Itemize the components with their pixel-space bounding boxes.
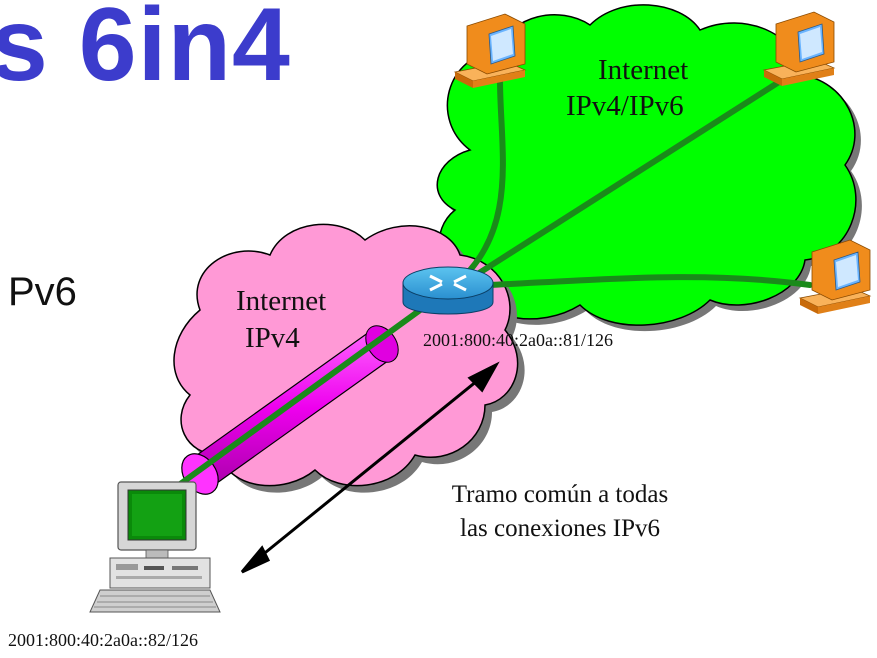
slide-title: s 6in4 <box>0 0 291 103</box>
ipv6-cloud-label-line1: Internet <box>598 54 689 86</box>
workstation-icon <box>762 11 836 86</box>
computer-icon <box>89 481 221 613</box>
note-line2: las conexiones IPv6 <box>460 515 660 542</box>
common-segment-arrow <box>240 361 500 574</box>
bullet-text: Pv6 <box>8 270 77 314</box>
router-icon <box>402 266 494 315</box>
router-address: 2001:800:40:2a0a::81/126 <box>423 330 613 350</box>
ipv4-cloud-label-line2: IPv4 <box>245 322 300 354</box>
note-line1: Tramo común a todas <box>451 481 669 508</box>
client-address: 2001:800:40:2a0a::82/126 <box>8 630 198 650</box>
link-right <box>467 274 813 289</box>
ipv6-cloud-label-line2: IPv4/IPv6 <box>566 90 684 122</box>
ipv4-cloud-label-line1: Internet <box>236 285 327 317</box>
link-top-right <box>462 72 793 285</box>
ipv6-links <box>452 72 813 289</box>
link-top-left <box>452 77 506 288</box>
workstation-icon <box>453 13 527 88</box>
workstation-icon <box>798 239 872 314</box>
ipv6-path-line <box>170 289 447 493</box>
common-segment-note: Tramo común a todas las conexiones IPv6 <box>420 478 700 546</box>
